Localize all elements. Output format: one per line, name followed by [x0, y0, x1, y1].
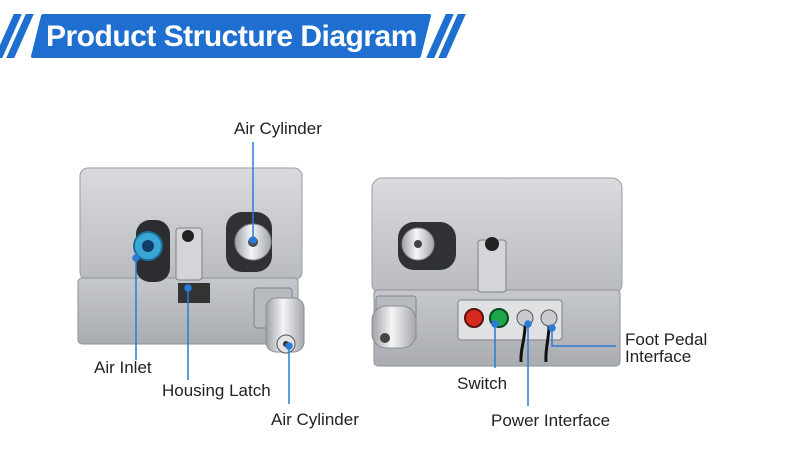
foot-pedal-connector: [540, 309, 558, 327]
control-panel: [457, 299, 563, 341]
label-power-interface: Power Interface: [491, 411, 611, 430]
red-switch-button: [464, 308, 484, 328]
housing-latch-knob: [182, 230, 194, 242]
leader-dot-air-cylinder-bottom: [285, 342, 293, 350]
title-banner: Product Structure Diagram: [0, 10, 790, 64]
air-inlet-fitting-core: [142, 240, 154, 252]
power-cable: [519, 325, 527, 363]
label-foot-pedal-line1: Foot Pedal: [625, 330, 708, 349]
latch-slot: [178, 283, 210, 303]
label-foot-pedal-line2: Interface: [625, 347, 692, 366]
housing-latch-body: [175, 227, 203, 281]
label-air-cylinder-bottom: Air Cylinder: [271, 410, 359, 429]
label-air-cylinder-top: Air Cylinder: [234, 119, 322, 138]
left-unit: [77, 167, 305, 354]
left-side-cylinder-end: [380, 333, 390, 343]
leader-foot-pedal: [551, 330, 616, 347]
label-air-inlet: Air Inlet: [94, 358, 152, 377]
leader-lines: [132, 142, 616, 406]
label-housing-latch: Housing Latch: [162, 381, 271, 400]
label-switch: Switch: [457, 374, 508, 393]
right-latch-knob: [485, 237, 499, 251]
leader-dot-housing-latch: [184, 284, 192, 292]
leader-dot-air-inlet: [132, 254, 140, 262]
leader-dot-switch: [491, 320, 499, 328]
leader-dot-power-interface: [524, 320, 532, 328]
left-side-cylinder: [371, 305, 417, 349]
leader-dot-foot-pedal: [548, 324, 556, 332]
leader-dot-air-cylinder-top: [249, 236, 257, 244]
right-unit: [371, 177, 623, 367]
page-title: Product Structure Diagram: [46, 20, 417, 53]
right-cylinder-hole: [414, 240, 422, 248]
